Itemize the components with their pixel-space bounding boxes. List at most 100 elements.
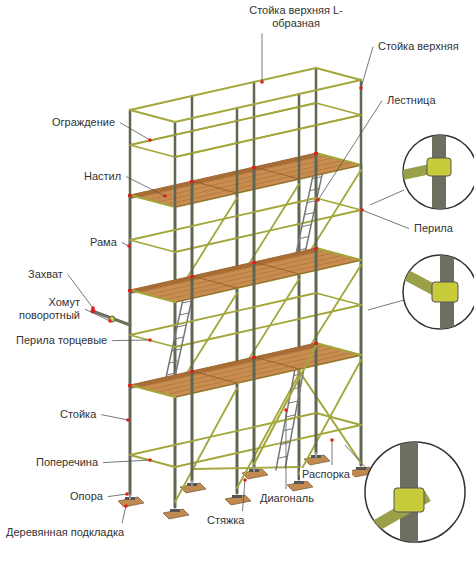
ladder-rung [283, 429, 292, 431]
leader-dot [127, 244, 131, 248]
joint-mark [314, 152, 318, 155]
leader-dot [360, 208, 364, 212]
top-rail [175, 80, 361, 122]
transom [316, 343, 361, 355]
end-rail [316, 198, 361, 210]
top-post [360, 80, 363, 165]
ladder-rung [289, 401, 298, 403]
leader-dot [126, 418, 130, 422]
part-label: Настил [82, 170, 123, 183]
deck-joint [192, 181, 237, 193]
leader-dot [148, 458, 152, 462]
top-rail [130, 103, 316, 145]
wooden-pad [287, 481, 313, 491]
leader-dot [316, 198, 320, 202]
part-label: Лестница [385, 94, 438, 107]
guard-rail [175, 115, 361, 157]
top-post [315, 68, 318, 153]
ladder-rung [299, 237, 308, 239]
ledger [175, 425, 361, 467]
swivel-clamp [109, 316, 115, 322]
top-rail [316, 68, 361, 80]
part-label: Стойка [58, 408, 98, 421]
base-plate [356, 467, 366, 470]
ladder-rung [286, 415, 295, 417]
part-label: Хомут поворотный [4, 296, 82, 322]
leader-dot [163, 194, 167, 198]
ladder-rung [281, 442, 290, 444]
base-jack [191, 481, 193, 485]
leader-dot [359, 86, 363, 90]
leader-line [361, 47, 373, 88]
leader-dot [108, 319, 112, 323]
deck [130, 248, 361, 302]
joint-mark [314, 342, 318, 345]
transom [130, 195, 175, 207]
part-label: Стойка верхняя L-образная [238, 4, 354, 30]
joint-mark [128, 194, 132, 197]
leader-line [101, 415, 128, 420]
leader-dot [125, 492, 129, 496]
deck-joint [254, 357, 299, 369]
joint-mark [190, 370, 194, 373]
leader-line [286, 410, 287, 489]
deck-joint [254, 262, 299, 274]
ladder-rung [169, 361, 178, 363]
base-jack [253, 467, 255, 471]
deck-plank [148, 348, 334, 390]
transom [130, 290, 175, 302]
leader-dot [91, 306, 95, 310]
ladder-rung [302, 225, 311, 227]
ladder-rung [305, 213, 314, 215]
wall-tie [95, 312, 130, 325]
ladder-rung [172, 349, 181, 351]
ladder-rung [177, 325, 186, 327]
tie-rod [192, 467, 299, 469]
ladder-rung [310, 189, 319, 191]
deck-plank [148, 253, 334, 295]
joint-mark [252, 356, 256, 359]
leader-line [126, 177, 165, 196]
top-rail [130, 110, 175, 122]
base-plate [294, 481, 304, 484]
guard-rail [130, 198, 316, 240]
diagonal-brace [175, 388, 237, 502]
leader-line [242, 480, 245, 511]
end-rail [130, 240, 175, 252]
deck-joint [254, 167, 299, 179]
part-label: Перила торцевые [14, 334, 109, 347]
part-label: Деревянная подкладка [4, 526, 126, 539]
base-plate [170, 509, 180, 512]
deck-joint [192, 371, 237, 383]
end-rail [130, 335, 175, 347]
transom [316, 153, 361, 165]
leader-dot [243, 478, 247, 482]
guard-rail [130, 293, 316, 335]
diagonal [254, 346, 316, 464]
deck-joint [192, 276, 237, 288]
part-label: Распорка [300, 468, 352, 481]
part-label: Поперечина [34, 456, 100, 469]
guard-rail [175, 210, 361, 252]
joint-mark [128, 289, 132, 292]
part-label: Стойка верхняя [376, 40, 461, 53]
top-rail [130, 68, 316, 110]
deck-plank [166, 353, 352, 395]
part-label: Захват [26, 268, 65, 281]
transom [316, 248, 361, 260]
diagonal-brace [299, 360, 361, 474]
transom [130, 385, 175, 397]
leader-line [332, 440, 333, 465]
deck [130, 343, 361, 397]
top-post [253, 82, 256, 167]
deck-plank [139, 155, 325, 197]
part-label: Диагональ [258, 492, 316, 505]
guard-rail [130, 103, 316, 145]
leader-line [262, 33, 263, 82]
leader-line [112, 340, 150, 342]
deck-plank [139, 250, 325, 292]
leader-dot [260, 80, 264, 84]
wooden-pad [225, 495, 251, 505]
base-jack [129, 495, 131, 499]
